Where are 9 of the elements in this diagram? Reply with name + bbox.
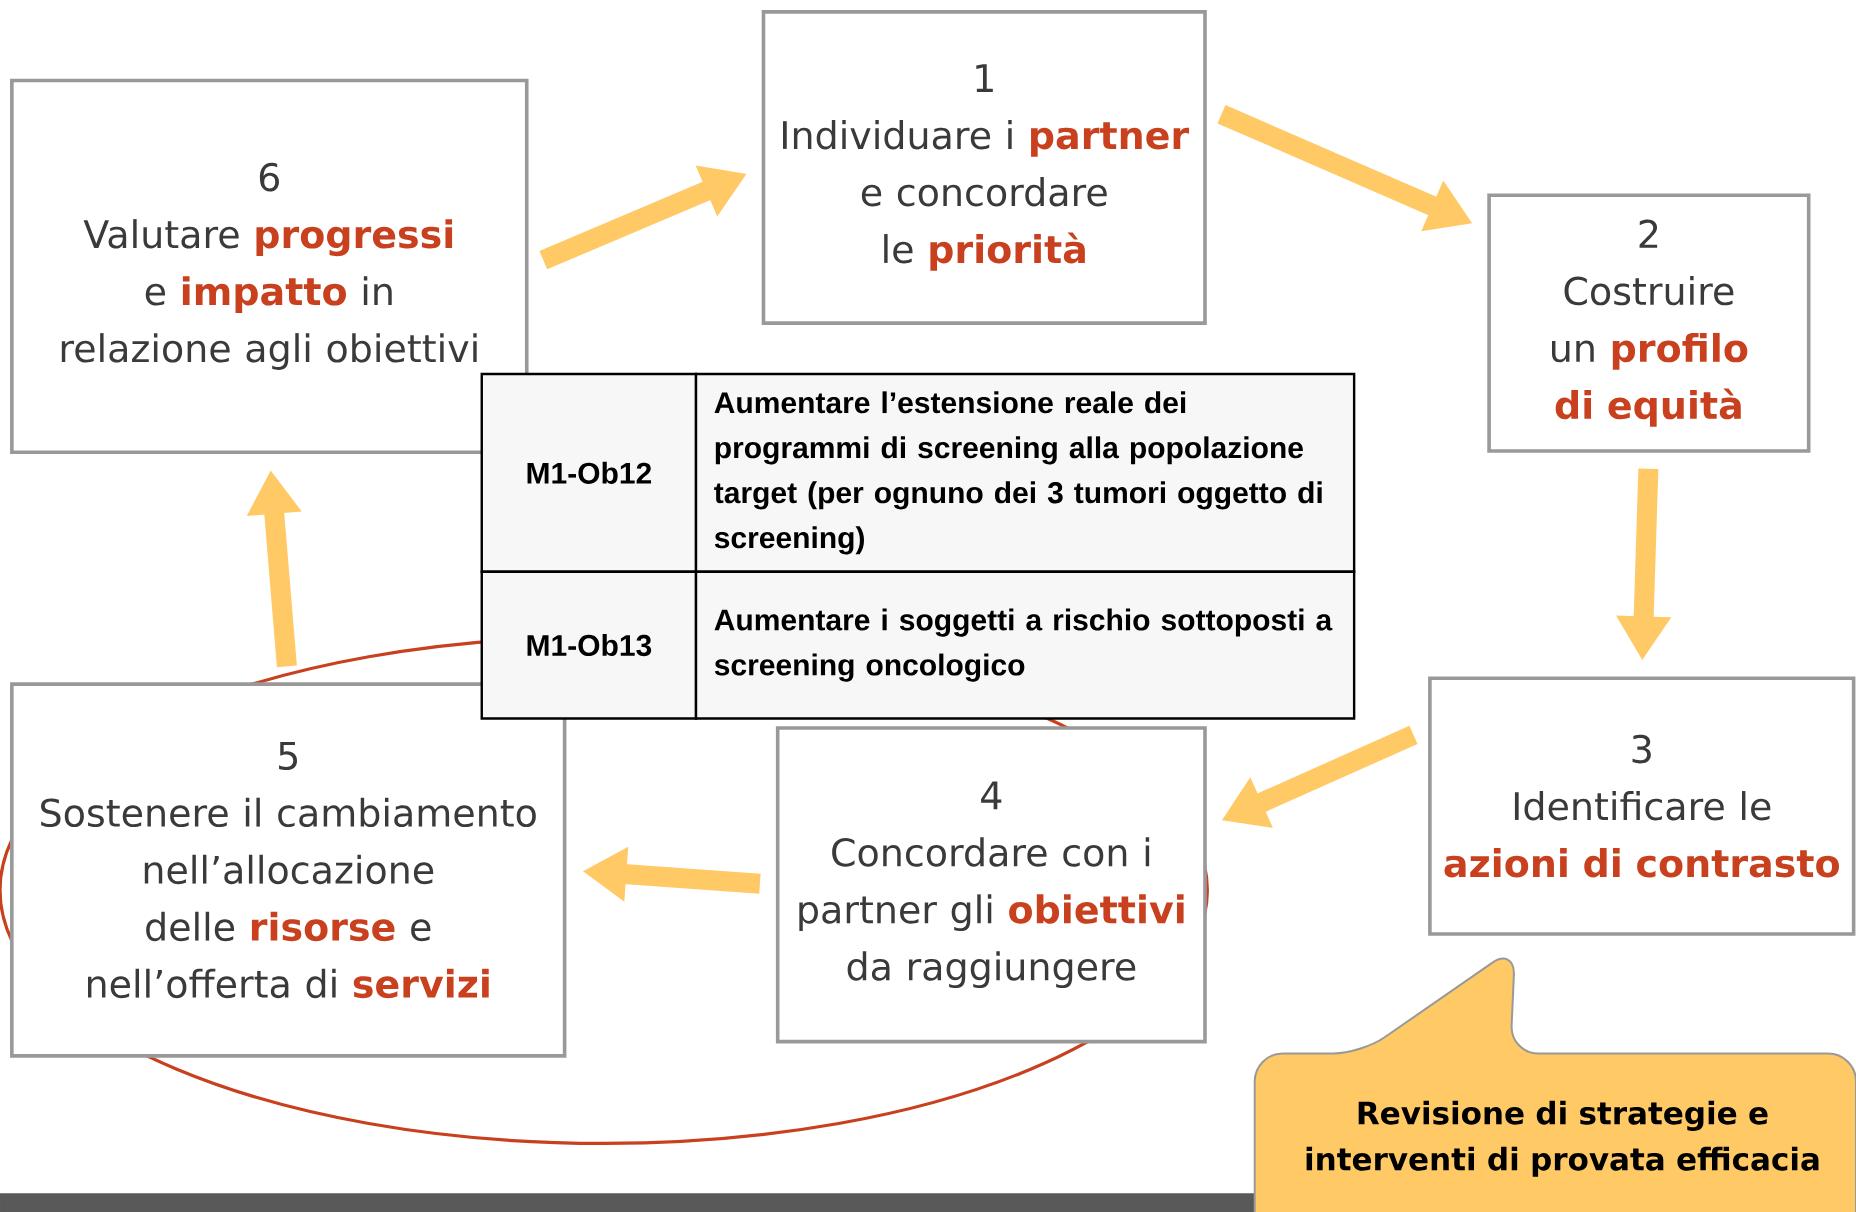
table-cell: M1-Ob13 — [480, 570, 698, 720]
step-box: 2 Costruire un profilo di equità — [1487, 193, 1811, 453]
table-cell: M1-Ob12 — [480, 372, 698, 573]
step-box: 3 Identificare le azioni di contrasto — [1428, 676, 1856, 936]
step-box: 5 Sostenere il cambiamento nell’allocazione delle risorse e nell’offerta di servizi — [10, 682, 567, 1058]
speech-bubble: Revisione di strategie e interventi di provata efficacia — [1253, 957, 1856, 1212]
step-box: 4 Concordare con i partner gli obiettivi da raggiungere — [775, 726, 1207, 1044]
step-box: 1 Individuare i partner e concordare le priorità — [761, 10, 1207, 325]
step-box: 6 Valutare progressi e impatto in relazione agli obiettivi — [10, 78, 529, 454]
